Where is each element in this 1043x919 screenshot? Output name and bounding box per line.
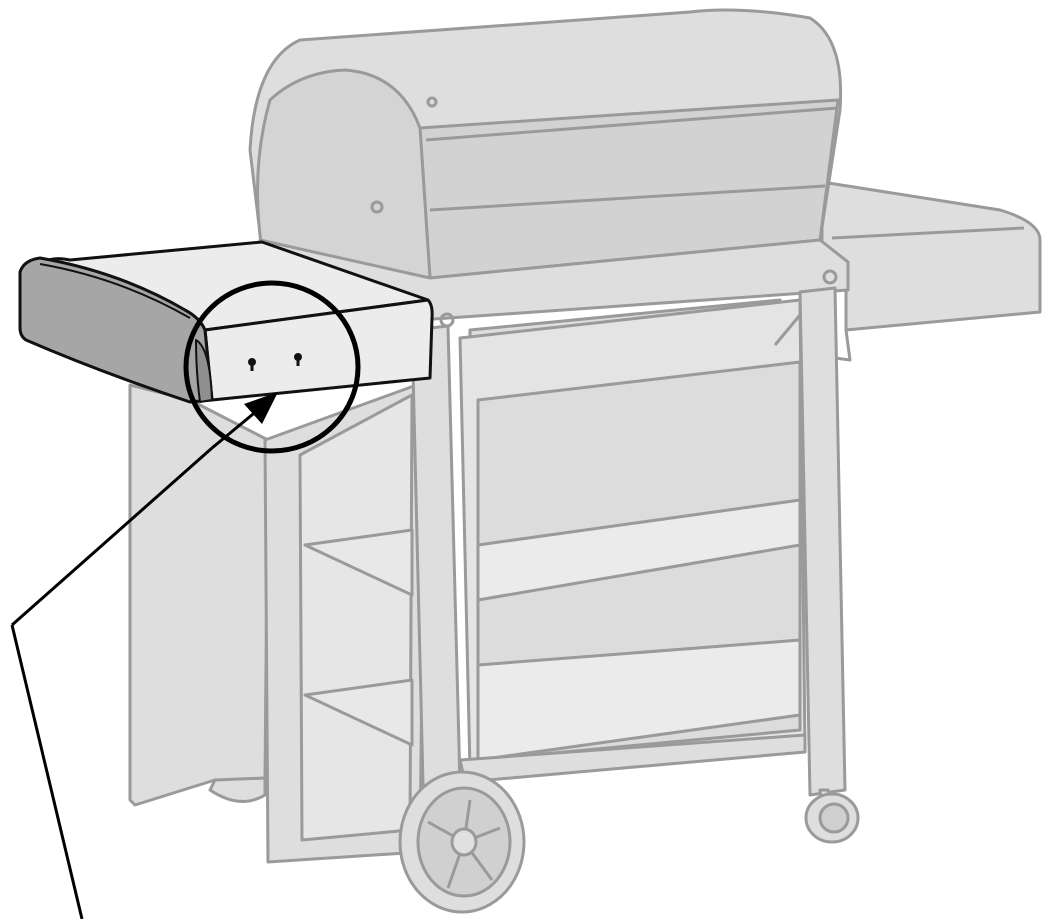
leader-line-lower (10, 624, 84, 919)
rear-right-brace (773, 314, 802, 346)
front-wheel (398, 770, 526, 914)
rear-caster (208, 776, 267, 803)
shelf-end-cap (18, 256, 214, 404)
leader-line (11, 446, 213, 627)
callout-circle (183, 280, 361, 454)
lid-handle-bar (425, 106, 839, 142)
shelf-front-face (203, 298, 434, 402)
right-side-shelf (820, 180, 1042, 332)
shelf-end-cap-inner (195, 339, 213, 403)
right-shelf-top-edge (831, 226, 1025, 240)
arrow-shaft (211, 408, 259, 450)
left-inner-shelf-lower (303, 678, 414, 747)
caster-wheel (804, 788, 860, 844)
lid-rivet (426, 96, 438, 108)
left-inner-shelf-upper (303, 528, 414, 597)
lid-bolt (370, 200, 384, 214)
left-frame-inner (298, 393, 414, 842)
cabinet-shelf-lower (476, 638, 802, 762)
front-right-leg (798, 286, 847, 797)
lid-line (429, 184, 826, 212)
callout (10, 280, 361, 919)
keyhole-icon (248, 353, 302, 371)
arrow-icon (244, 392, 278, 424)
cabinet-shelf-upper (476, 498, 802, 602)
lid-end-cap (256, 68, 432, 280)
rim-bolt-right (822, 269, 838, 285)
grill-ghost (128, 8, 1042, 914)
shelf-end-cap-highlight (39, 263, 191, 319)
